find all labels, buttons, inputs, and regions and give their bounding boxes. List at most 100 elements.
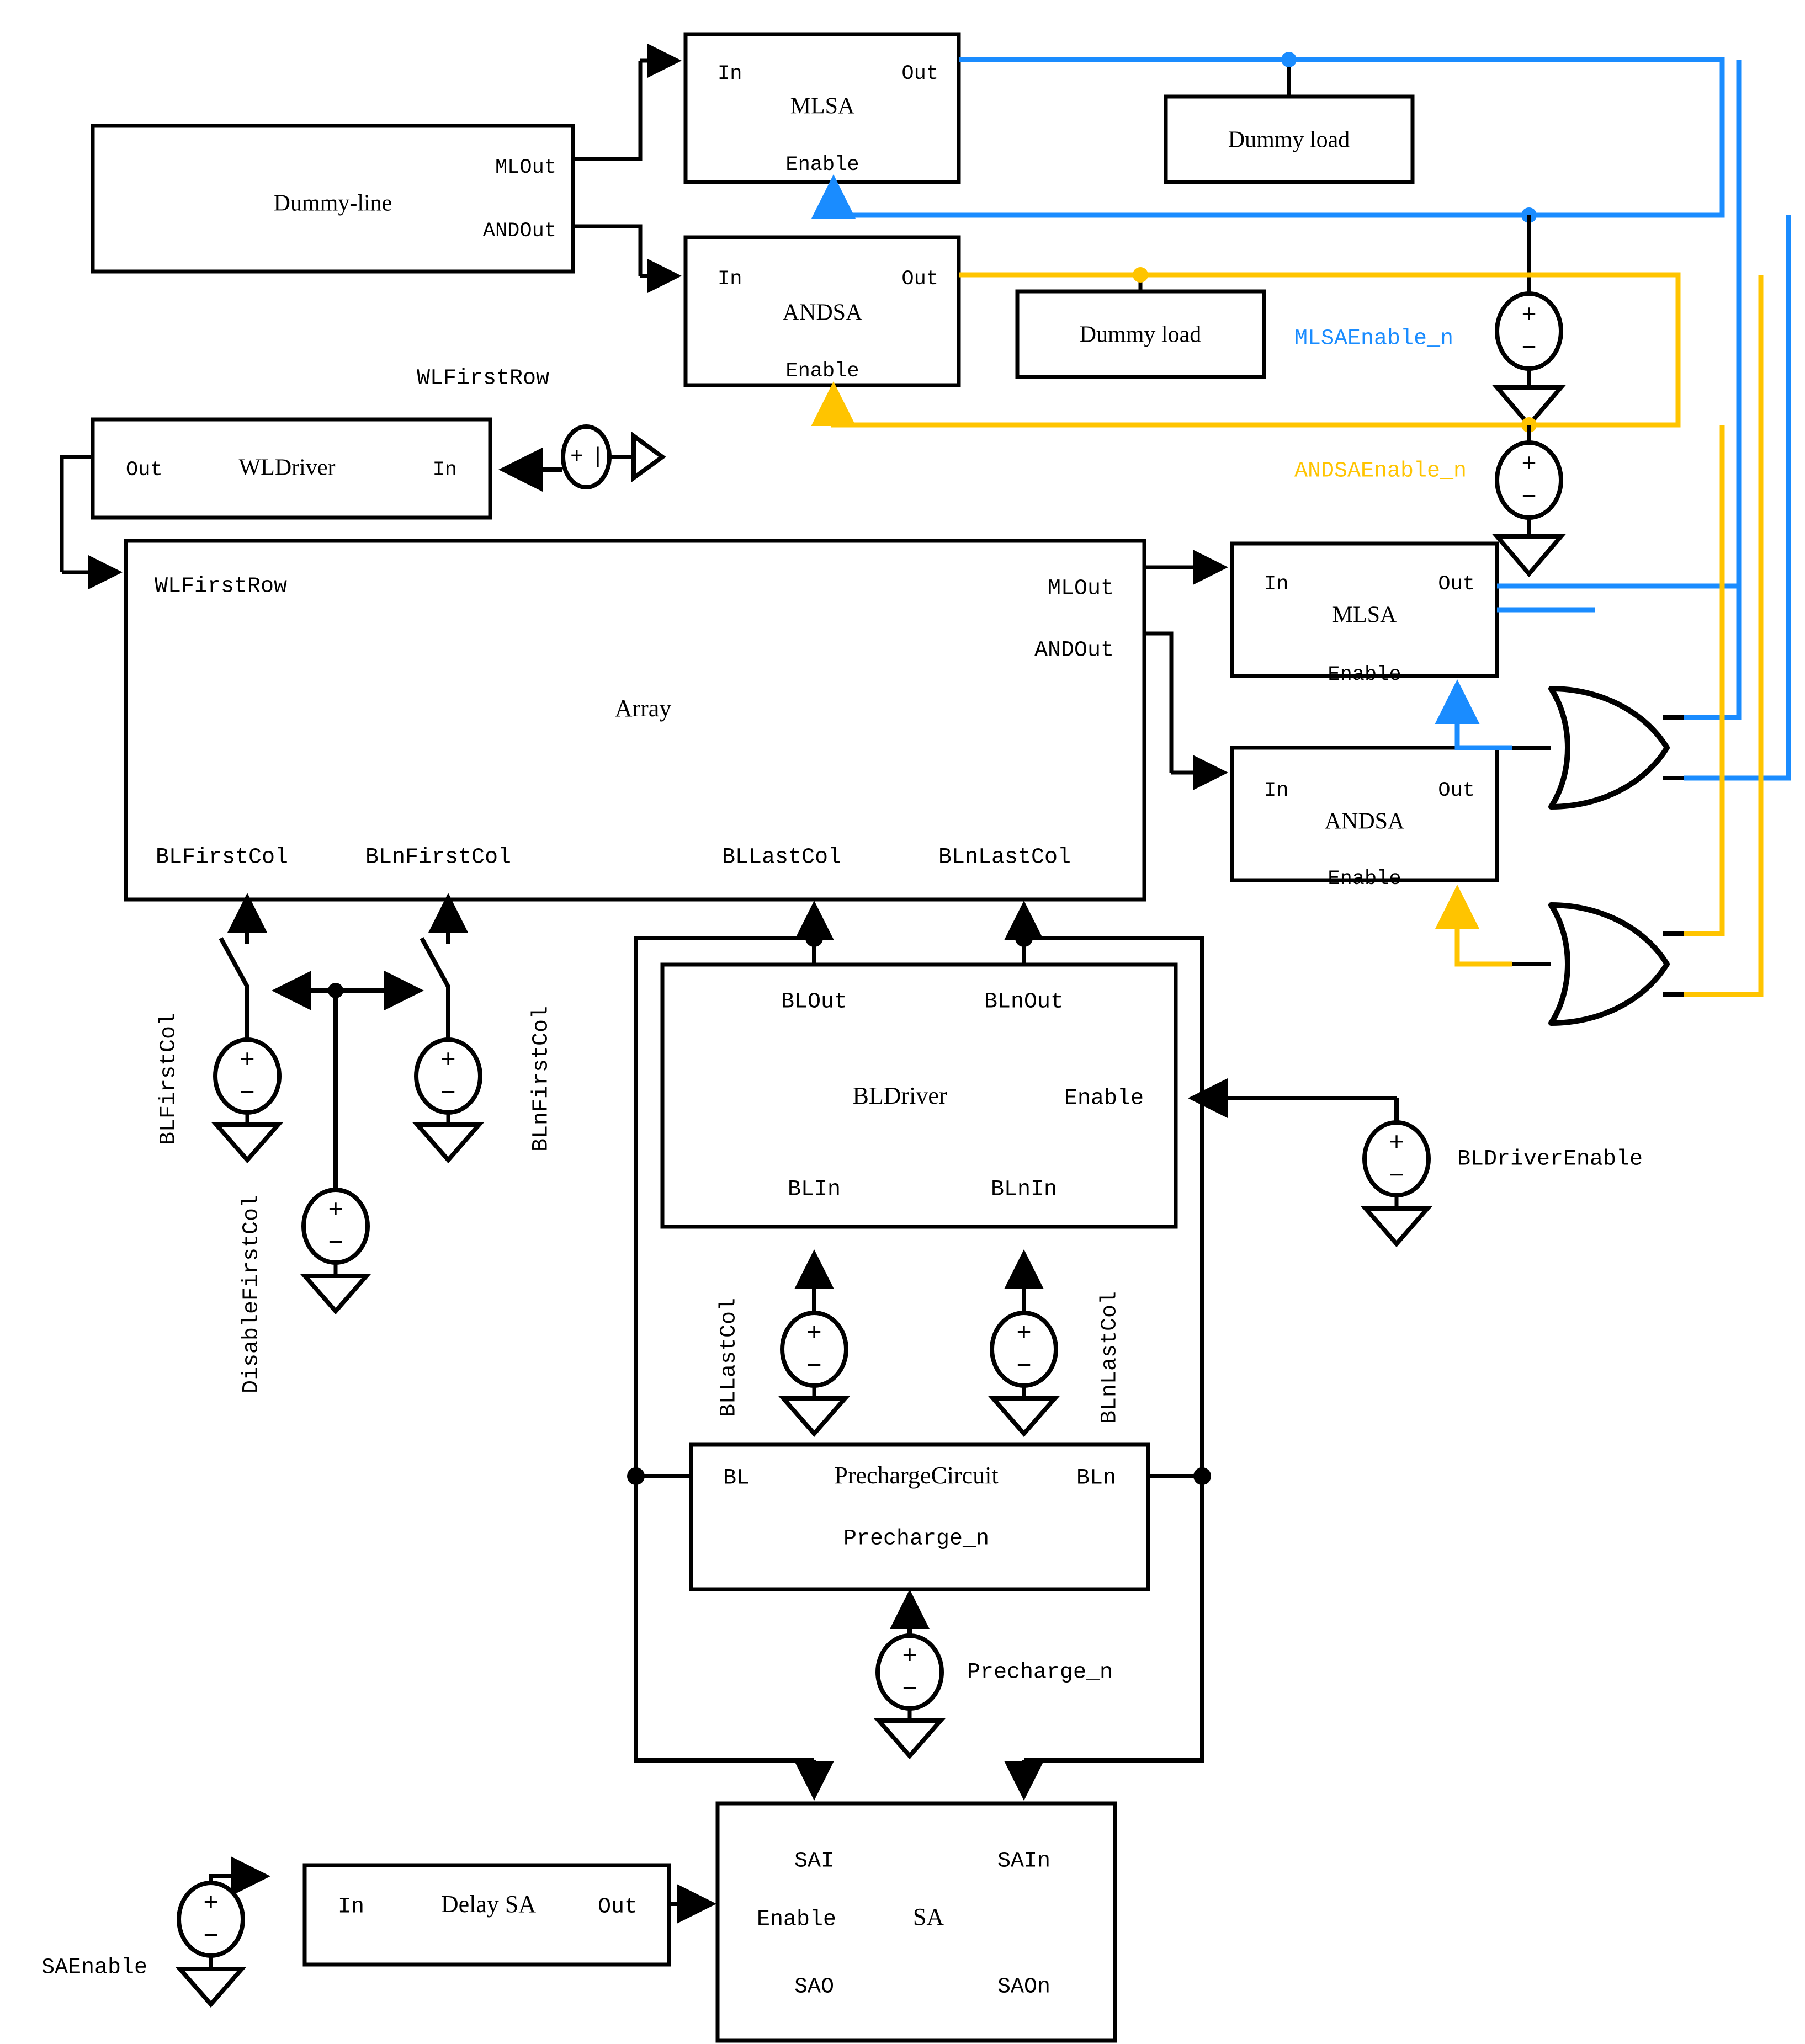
source-minus-sign: −	[1521, 483, 1537, 512]
ground-symbol	[175, 1967, 247, 2008]
port-label-array-blfirstcol: BLFirstCol	[156, 845, 288, 870]
source-saenable[interactable]: + −	[175, 1881, 247, 2008]
source-plus-sign: +	[1521, 301, 1537, 330]
block-dummy-load-mid[interactable]: Dummy load	[1015, 289, 1266, 379]
ground-symbol	[1492, 385, 1566, 429]
port-label-bldriver-blnin: BLnIn	[991, 1178, 1057, 1202]
switch-blfirstcol[interactable]	[219, 893, 267, 1038]
block-delay-sa[interactable]: In Delay SA Out	[302, 1863, 671, 1967]
source-disablefirstcol[interactable]: + −	[300, 1188, 371, 1315]
wire-disablefirstcol-bus	[272, 971, 424, 1192]
junction-dot-precharge-bln	[1193, 1467, 1211, 1485]
block-mlsa-top[interactable]: In Out MLSA Enable	[683, 32, 961, 184]
block-andsa-top[interactable]: In Out ANDSA Enable	[683, 235, 961, 387]
port-label-array-andout: ANDOut	[1034, 638, 1114, 663]
block-dummy-load-top[interactable]: Dummy load	[1164, 94, 1415, 184]
block-label-precharge: PrechargeCircuit	[834, 1462, 998, 1489]
port-label-array-mlout: MLOut	[1048, 577, 1114, 602]
source-minus-sign: −	[328, 1229, 343, 1258]
block-wldriver[interactable]: Out WLDriver In	[91, 417, 492, 520]
source-minus-sign: −	[902, 1675, 917, 1704]
net-label-precharge-n: Precharge_n	[967, 1660, 1113, 1685]
source-plus-sign: +	[1521, 450, 1537, 479]
block-label-wldriver: WLDriver	[239, 455, 336, 481]
block-label-andsa-top: ANDSA	[783, 300, 863, 326]
switch-blnfirstcol[interactable]	[420, 893, 468, 1038]
source-minus-sign: −	[440, 1079, 456, 1108]
source-plus-sign: +	[440, 1046, 456, 1075]
junction-dot-precharge-bl	[627, 1467, 645, 1485]
or-gate-mlsa[interactable]	[1512, 686, 1689, 810]
net-label-blnlastcol: BLnLastCol	[1098, 1291, 1123, 1424]
wire-array-andout-to-andsa	[1144, 631, 1228, 790]
source-plus-sign: +	[328, 1196, 343, 1225]
block-andsa-mid[interactable]: In Out ANDSA Enable	[1230, 746, 1499, 891]
port-label-andsa-top-in: In	[718, 268, 742, 291]
net-label-disablefirstcol: DisableFirstCol	[240, 1195, 264, 1393]
wire-dummyline-to-andsa-top	[573, 224, 682, 294]
block-label-delay-sa: Delay SA	[441, 1891, 537, 1918]
net-label-saenable: SAEnable	[41, 1956, 147, 1981]
block-mlsa-mid[interactable]: In Out MLSA Enable	[1230, 541, 1499, 686]
port-label-mlsa-top-in: In	[718, 62, 742, 86]
source-minus-sign: −	[806, 1353, 822, 1381]
net-andsa-enable-yellow-feedback	[1454, 275, 1764, 997]
source-minus-sign: −	[1521, 334, 1537, 363]
source-andsa-enable-n[interactable]: + −	[1492, 425, 1566, 578]
source-plus-sign: +	[1016, 1319, 1032, 1348]
source-plus-sign: +	[570, 445, 583, 470]
ground-symbol	[1492, 534, 1566, 578]
block-array[interactable]: WLFirstRow Array MLOut ANDOut BLFirstCol…	[124, 539, 1146, 902]
block-bldriver[interactable]: BLOut BLnOut BLDriver Enable BLIn BLnIn	[660, 962, 1178, 1229]
source-pulse-sign: |	[591, 445, 604, 470]
source-blnfirstcol[interactable]: + −	[412, 1037, 484, 1164]
port-label-array-wlfirstrow: WLFirstRow	[155, 574, 287, 599]
block-precharge-circuit[interactable]: BL PrechargeCircuit BLn Precharge_n	[689, 1442, 1150, 1591]
port-label-sa-sai: SAI	[794, 1849, 834, 1874]
block-label-dummy-load-mid: Dummy load	[1080, 322, 1201, 348]
net-label-bldriverenable: BLDriverEnable	[1457, 1147, 1643, 1172]
port-label-andsa-mid-in: In	[1264, 779, 1288, 802]
net-label-blfirstcol: BLFirstCol	[157, 1013, 182, 1145]
port-label-sa-sain: SAIn	[997, 1849, 1050, 1874]
port-label-bldriver-enable: Enable	[1064, 1087, 1144, 1111]
source-minus-sign: −	[240, 1079, 255, 1108]
block-label-array: Array	[615, 695, 672, 722]
port-label-mlsa-top-out: Out	[901, 62, 938, 86]
source-blfirstcol[interactable]: + −	[211, 1037, 283, 1164]
or-gate-andsa[interactable]	[1512, 902, 1689, 1026]
port-label-delay-sa-in: In	[338, 1895, 364, 1920]
port-label-mlsa-mid-in: In	[1264, 573, 1288, 596]
source-wlfirstrow-pulse[interactable]: + |	[498, 424, 666, 492]
port-label-bldriver-blin: BLIn	[788, 1178, 841, 1202]
source-bldriverenable[interactable]: + −	[1361, 1120, 1432, 1248]
source-blnlastcol[interactable]: + −	[988, 1249, 1060, 1438]
ground-symbol	[211, 1122, 283, 1164]
block-label-bldriver: BLDriver	[852, 1082, 947, 1109]
ground-symbol	[778, 1396, 850, 1438]
port-label-bldriver-blnout: BLnOut	[984, 990, 1064, 1015]
source-plus-sign: +	[806, 1319, 822, 1348]
wire-wldriver-out-to-array	[60, 455, 123, 590]
block-sa[interactable]: SAI SAIn Enable SA SAO SAOn	[715, 1801, 1117, 2043]
block-dummy-line[interactable]: Dummy-line MLOut ANDOut	[91, 124, 575, 274]
source-mlsa-enable-n[interactable]: + −	[1492, 215, 1566, 429]
port-label-andsa-mid-enable: Enable	[1328, 867, 1401, 891]
ground-symbol	[874, 1718, 946, 1760]
port-label-precharge-bl: BL	[723, 1466, 750, 1491]
port-label-sa-enable: Enable	[757, 1908, 836, 1933]
switch-blade[interactable]	[420, 937, 450, 988]
port-label-andsa-top-out: Out	[901, 268, 938, 291]
port-label-andsa-mid-out: Out	[1438, 779, 1475, 802]
block-label-sa: SA	[913, 1903, 944, 1930]
block-label-mlsa-mid: MLSA	[1332, 603, 1397, 628]
port-label-mlsa-mid-enable: Enable	[1328, 663, 1401, 686]
port-label-delay-sa-out: Out	[598, 1895, 638, 1920]
source-plus-sign: +	[240, 1046, 255, 1075]
switch-blade[interactable]	[219, 937, 249, 988]
source-precharge-n[interactable]: + −	[874, 1589, 946, 1760]
net-mlsa-enable-blue-feedback	[1454, 60, 1791, 781]
port-label-sa-sao: SAO	[794, 1975, 834, 2000]
source-bllastcol[interactable]: + −	[778, 1249, 850, 1438]
